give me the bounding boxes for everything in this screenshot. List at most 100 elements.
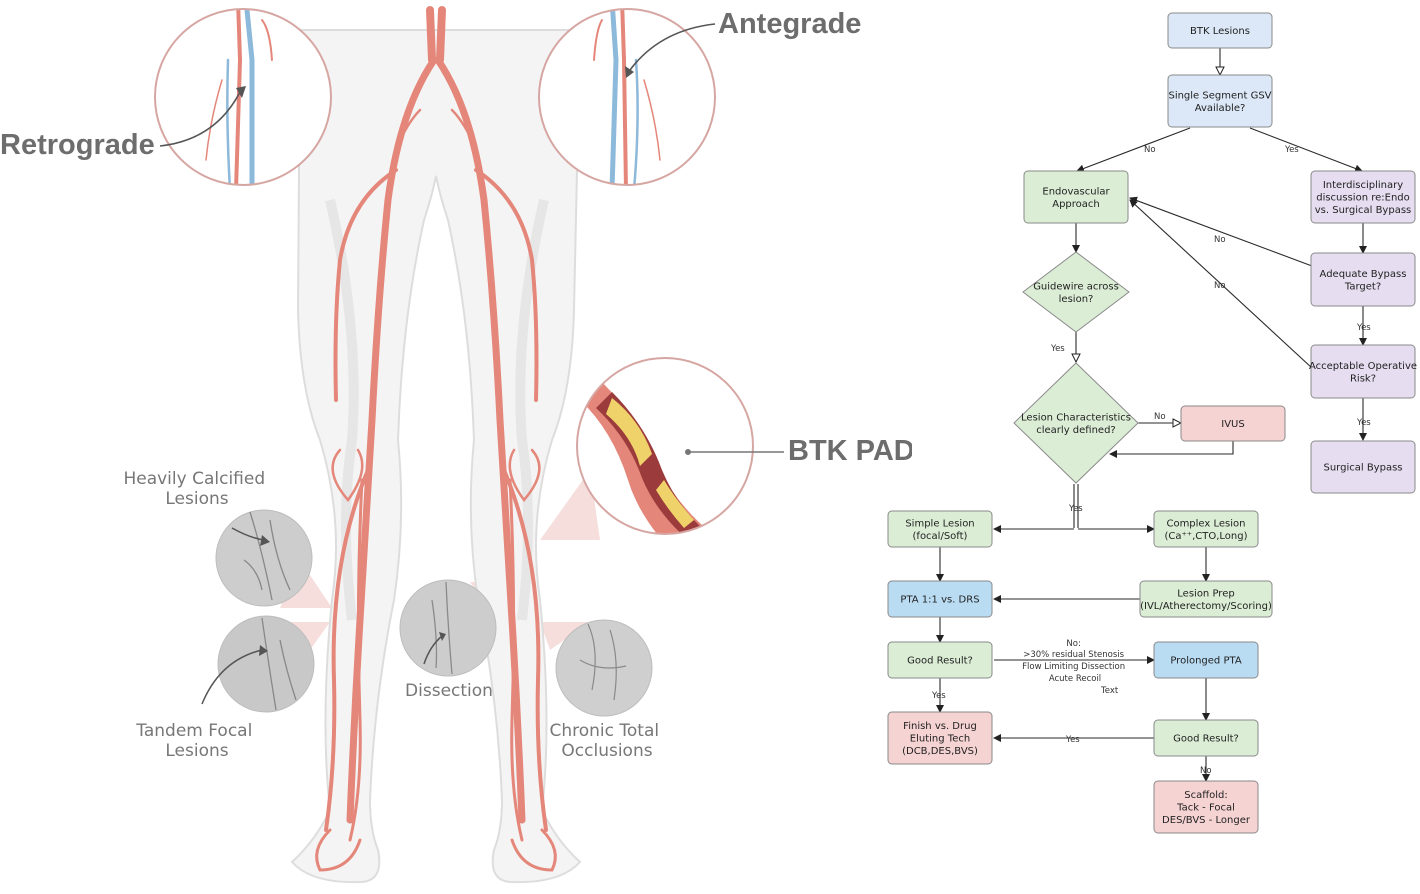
scaffold-node-line-2: DES/BVS - Longer: [1162, 815, 1251, 826]
prolonged-pta-node-label: Prolonged PTA: [1170, 656, 1241, 667]
finish-drug-eluting-node-line-1: Eluting Tech: [910, 734, 970, 745]
simple-lesion-node: Simple Lesion (focal/Soft): [887, 510, 993, 548]
legs-shading: [325, 198, 359, 621]
good-result-node-2-box: [1153, 719, 1259, 757]
good-result-node-1-line-0: Good Result?: [907, 656, 973, 667]
acceptable-operative-risk-node-line-1: Risk?: [1350, 373, 1376, 384]
ivus-node-line-0: IVUS: [1221, 419, 1244, 430]
lesion-prep-node-box: [1139, 580, 1273, 618]
ivus-node: IVUS: [1180, 405, 1286, 442]
pta-drs-node-box: [887, 580, 993, 618]
antegrade-zoom: [538, 8, 716, 186]
svg-text:Yes: Yes: [1050, 344, 1065, 354]
tandem-focal-label: Tandem Focal Lesions: [135, 721, 257, 761]
svg-text:No: No: [1200, 766, 1212, 776]
svg-text:Text: Text: [1100, 686, 1119, 696]
antegrade-arrow: [629, 23, 716, 71]
pta-drs-node-label: PTA 1:1 vs. DRS: [900, 595, 979, 606]
retrograde-arrowhead: [236, 86, 246, 98]
lesion-prep-node-line-1: (IVL/Atherectomy/Scoring): [1140, 601, 1272, 612]
gsv-available-node-line-1: Available?: [1195, 103, 1246, 114]
good-result-node-1-box: [887, 641, 993, 679]
complex-lesion-node: Complex Lesion (Ca⁺⁺,CTO,Long): [1153, 510, 1259, 548]
gsv-available-node-box: [1167, 74, 1273, 128]
svg-text:No: No: [1144, 145, 1156, 155]
acceptable-operative-risk-node-line-0: Acceptable Operative: [1309, 361, 1417, 372]
dissection-angiogram: [399, 579, 497, 677]
interdisciplinary-node-box: [1310, 170, 1416, 224]
simple-lesion-node-line-0: Simple Lesion: [905, 518, 974, 529]
interdisciplinary-node-line-2: vs. Surgical Bypass: [1315, 205, 1412, 216]
btk-lesions-node-line-0: BTK Lesions: [1190, 26, 1250, 37]
svg-text:Yes: Yes: [1284, 145, 1299, 155]
complex-lesion-node-line-0: Complex Lesion: [1166, 518, 1245, 529]
svg-text:Yes: Yes: [931, 691, 946, 701]
finish-drug-eluting-node-box: [887, 711, 993, 765]
ivus-node-label: IVUS: [1221, 419, 1244, 430]
scaffold-node-box: [1153, 780, 1259, 834]
prolonged-pta-node-box: [1153, 641, 1259, 679]
complex-lesion-node-line-1: (Ca⁺⁺,CTO,Long): [1165, 531, 1248, 542]
btk-pad-label: BTK PAD: [788, 435, 912, 467]
guidewire-decision-line-1: lesion?: [1059, 294, 1094, 305]
anatomy-illustration: Retrograde Antegrade BTK PAD Heavily Cal…: [0, 6, 912, 884]
btk-lesions-node: BTK Lesions: [1167, 12, 1273, 49]
retrograde-zoom: [154, 8, 332, 186]
surgical-bypass-node-label: Surgical Bypass: [1323, 463, 1402, 474]
adequate-bypass-target-node-line-1: Target?: [1344, 281, 1381, 292]
good-result-node-2-label: Good Result?: [1173, 734, 1239, 745]
pta-drs-node-line-0: PTA 1:1 vs. DRS: [900, 595, 979, 606]
btk-lesions-node-box: [1167, 12, 1273, 49]
simple-lesion-node-line-1: (focal/Soft): [913, 531, 968, 542]
svg-text:Yes: Yes: [1068, 504, 1083, 514]
svg-text:No: No: [1214, 281, 1226, 291]
guidewire-decision-line-0: Guidewire across: [1033, 281, 1119, 292]
flow-connectors: [936, 48, 1367, 782]
btk-lesions-node-label: BTK Lesions: [1190, 26, 1250, 37]
interdisciplinary-node-line-1: discussion re:Endo: [1316, 193, 1410, 204]
btk-projection: [540, 470, 600, 540]
arterial-tree: [315, 6, 557, 872]
lesion-characteristics-decision-line-0: Lesion Characteristics: [1021, 412, 1131, 423]
dissection-label: Dissection: [405, 681, 493, 701]
guidewire-decision-shape: [1022, 251, 1130, 333]
interdisciplinary-node-line-0: Interdisciplinary: [1323, 180, 1403, 191]
acceptable-operative-risk-node-box: [1310, 344, 1416, 399]
scaffold-node-line-1: Tack - Focal: [1176, 803, 1235, 814]
antegrade-label: Antegrade: [718, 8, 861, 40]
btk-pad-pointer-dot: [685, 449, 691, 455]
complex-lesion-node-box: [1153, 510, 1259, 548]
cto-angiogram: [555, 619, 653, 717]
svg-text:No: >30% residual Stenos: No: >30% residual Stenosis Flow Limiting…: [1022, 639, 1128, 684]
ivus-node-box: [1180, 405, 1286, 442]
good-result-node-2-line-0: Good Result?: [1173, 734, 1239, 745]
svg-text:Yes: Yes: [1356, 323, 1371, 333]
lesion-prep-node: Lesion Prep(IVL/Atherectomy/Scoring): [1139, 580, 1273, 618]
tandem-angiogram: [201, 615, 315, 713]
endovascular-approach-node-box: [1023, 170, 1129, 224]
tandem-projection: [290, 622, 330, 650]
endovascular-approach-node-line-0: Endovascular: [1042, 186, 1110, 197]
pta-drs-node: PTA 1:1 vs. DRS: [887, 580, 993, 618]
lesion-characteristics-decision-shape: [1013, 362, 1139, 484]
svg-text:No: No: [1154, 412, 1166, 422]
prolonged-pta-node-line-0: Prolonged PTA: [1170, 656, 1241, 667]
adequate-bypass-target-node-box: [1310, 252, 1416, 307]
good-result-node-1-label: Good Result?: [907, 656, 973, 667]
